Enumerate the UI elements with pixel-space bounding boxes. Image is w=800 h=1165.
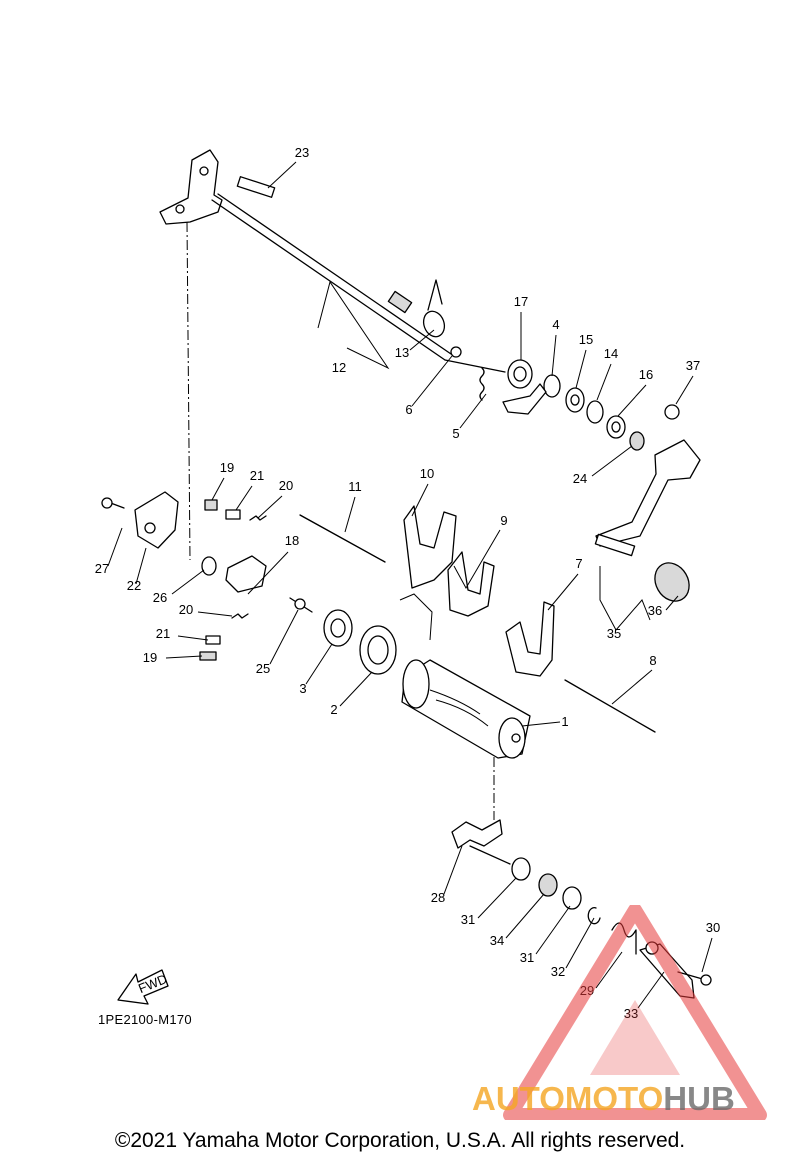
alignment-line-left xyxy=(186,221,191,561)
callout-31: 31 xyxy=(461,912,475,927)
callout-16: 16 xyxy=(639,367,653,382)
part-fork-shafts xyxy=(299,514,656,733)
part-shift-shaft xyxy=(159,149,506,373)
copyright-footer: ©2021 Yamaha Motor Corporation, U.S.A. A… xyxy=(114,1129,686,1152)
callout-26: 26 xyxy=(153,590,167,605)
callout-34: 34 xyxy=(490,933,504,948)
leader-lines xyxy=(107,161,713,1009)
callout-32: 32 xyxy=(551,964,565,979)
part-shift-drum xyxy=(401,659,531,759)
callout-27: 27 xyxy=(95,561,109,576)
callout-18: 18 xyxy=(285,533,299,548)
callout-33: 33 xyxy=(624,1006,638,1021)
callout-1: 1 xyxy=(561,714,568,729)
watermark-triangle-logo xyxy=(503,905,767,1120)
watermark-brand-part1: AUTOMOTO xyxy=(472,1080,663,1117)
callout-21: 21 xyxy=(156,626,170,641)
part-stopper-assembly xyxy=(101,491,267,661)
callout-12: 12 xyxy=(332,360,346,375)
callout-23: 23 xyxy=(295,145,309,160)
callout-19: 19 xyxy=(143,650,157,665)
callout-14: 14 xyxy=(604,346,618,361)
callout-15: 15 xyxy=(579,332,593,347)
callout-20: 20 xyxy=(279,478,293,493)
callout-labels: 2312131741514163765241921201011918272226… xyxy=(95,145,720,1021)
callout-9: 9 xyxy=(500,513,507,528)
watermark-brand-text: AUTOMOTOHUB xyxy=(472,1080,735,1117)
callout-19: 19 xyxy=(220,460,234,475)
callout-3: 3 xyxy=(299,681,306,696)
callout-2: 2 xyxy=(330,702,337,717)
part-washers xyxy=(543,374,645,451)
callout-4: 4 xyxy=(552,317,559,332)
diagram-code: 1PE2100-M170 xyxy=(98,1012,192,1027)
part-spring-and-screw xyxy=(450,346,547,415)
part-oil-seal-17 xyxy=(507,359,533,389)
callout-8: 8 xyxy=(649,653,656,668)
callout-17: 17 xyxy=(514,294,528,309)
callout-22: 22 xyxy=(127,578,141,593)
callout-37: 37 xyxy=(686,358,700,373)
watermark-brand-part2: HUB xyxy=(663,1080,735,1117)
callout-5: 5 xyxy=(452,426,459,441)
callout-7: 7 xyxy=(575,556,582,571)
callout-20: 20 xyxy=(179,602,193,617)
callout-30: 30 xyxy=(706,920,720,935)
callout-11: 11 xyxy=(348,479,362,494)
callout-31: 31 xyxy=(520,950,534,965)
callout-10: 10 xyxy=(420,466,434,481)
part-bearing-and-segment xyxy=(289,597,397,675)
callout-24: 24 xyxy=(573,471,587,486)
part-shift-forks xyxy=(403,505,555,677)
automotohub-watermark: AUTOMOTOHUB xyxy=(472,905,767,1120)
callout-35: 35 xyxy=(607,626,621,641)
callout-25: 25 xyxy=(256,661,270,676)
callout-13: 13 xyxy=(395,345,409,360)
callout-6: 6 xyxy=(405,402,412,417)
part-shift-pedal xyxy=(594,404,701,602)
fwd-arrow: FWD xyxy=(117,969,169,1005)
callout-36: 36 xyxy=(648,603,662,618)
callout-28: 28 xyxy=(431,890,445,905)
callout-21: 21 xyxy=(250,468,264,483)
